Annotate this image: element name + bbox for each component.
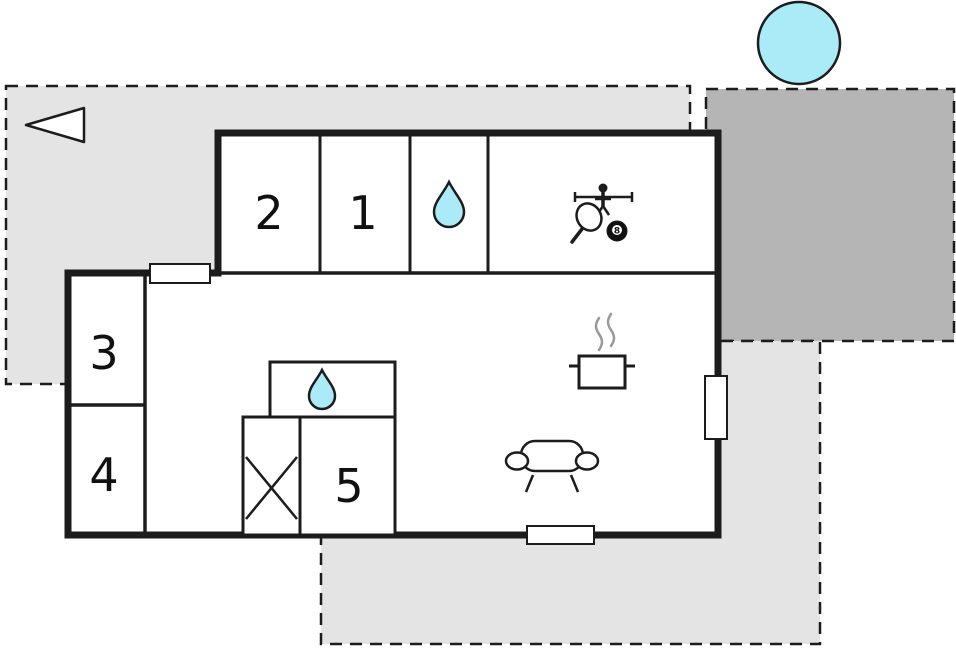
window-right [704,375,728,440]
room-3-label: 3 [89,326,118,380]
patio-dark-area [704,87,956,343]
room-4-label: 4 [89,448,118,502]
eight-ball-icon: 8 [606,220,628,242]
water-drop-icon [432,179,466,229]
round-pool-icon [756,0,842,86]
room5-block [241,415,397,537]
direction-arrow-icon [24,106,86,144]
room-5-label: 5 [334,459,363,513]
window-top-left [149,263,211,284]
water-drop-icon [307,367,337,411]
room-1-label: 1 [348,186,377,240]
eight-ball-number: 8 [614,227,620,237]
room-2-label: 2 [254,186,283,240]
x-cross-line-2 [245,456,298,520]
window-bottom [526,525,595,545]
table-tennis-paddle-icon [570,202,603,244]
sofa-icon [504,439,600,493]
cooking-pot-icon [569,312,635,390]
